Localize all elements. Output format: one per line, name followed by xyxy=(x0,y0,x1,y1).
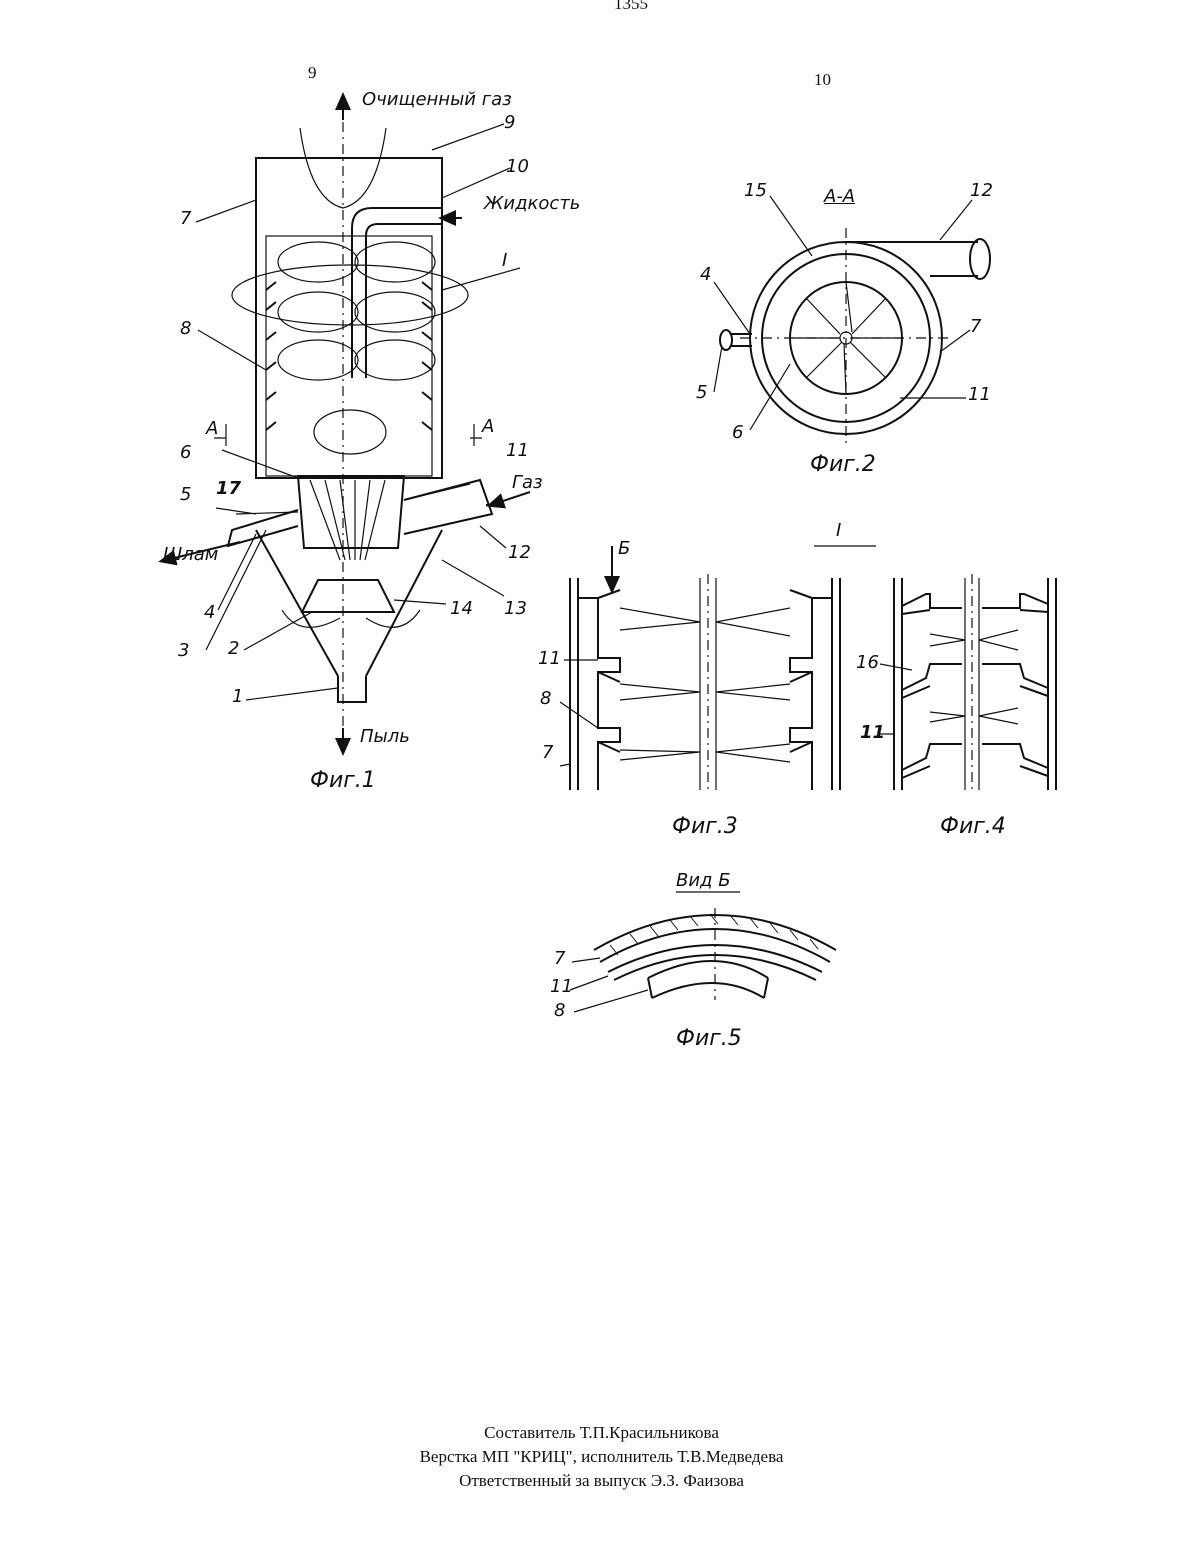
fig2-caption: Фиг.2 xyxy=(810,452,876,477)
footer-responsible: Ответственный за выпуск Э.З. Фаизова xyxy=(0,1470,1203,1492)
fig1-num-12: 12 xyxy=(508,542,531,563)
fig2-num-4: 4 xyxy=(700,264,711,285)
fig3-detail-title: I xyxy=(836,520,841,541)
fig1-num-11: 11 xyxy=(506,440,529,461)
fig4-num-16: 16 xyxy=(856,652,879,673)
fig3-num-7: 7 xyxy=(542,742,553,763)
fig1-num-6: 6 xyxy=(180,442,191,463)
fig2-num-11: 11 xyxy=(968,384,991,405)
fig1-num-2: 2 xyxy=(228,638,239,659)
fig3-num-8: 8 xyxy=(540,688,551,709)
fig1-caption: Фиг.1 xyxy=(310,768,376,793)
label-detail-i: I xyxy=(502,250,507,271)
label-gas: Газ xyxy=(512,472,543,493)
label-section-a-left: А xyxy=(206,418,218,439)
fig5-num-8: 8 xyxy=(554,1000,565,1021)
fig1-num-4: 4 xyxy=(204,602,215,623)
fig1-num-17: 17 xyxy=(216,478,241,499)
fig3-view-mark: Б xyxy=(618,538,630,559)
fig2-section-title: А-А xyxy=(824,186,855,207)
fig4-caption: Фиг.4 xyxy=(940,814,1006,839)
baffle-plates-right xyxy=(422,282,432,430)
fig2-num-5: 5 xyxy=(696,382,707,403)
fig2-num-7: 7 xyxy=(970,316,981,337)
label-dust: Пыль xyxy=(360,726,410,747)
label-clean-gas: Очищенный газ xyxy=(362,90,512,109)
fig2-num-12: 12 xyxy=(970,180,993,201)
fig2-num-15: 15 xyxy=(744,180,767,201)
fig2-num-6: 6 xyxy=(732,422,743,443)
fig1-num-5: 5 xyxy=(180,484,191,505)
fig1-num-7: 7 xyxy=(180,208,191,229)
label-liquid: Жидкость xyxy=(484,193,580,214)
fig1-num-9: 9 xyxy=(504,112,515,133)
figure-1-drawing xyxy=(166,100,530,748)
footer-compiler: Составитель Т.П.Красильникова xyxy=(0,1422,1203,1444)
fig3-caption: Фиг.3 xyxy=(672,814,738,839)
fig5-caption: Фиг.5 xyxy=(676,1026,742,1051)
fig1-num-3: 3 xyxy=(178,640,189,661)
footer-layout: Верстка МП "КРИЦ", исполнитель Т.В.Медве… xyxy=(0,1446,1203,1468)
fig5-num-11: 11 xyxy=(550,976,573,997)
spray-pattern xyxy=(232,128,468,454)
fig1-num-13: 13 xyxy=(504,598,527,619)
fig1-num-10: 10 xyxy=(506,156,529,177)
fig1-num-1: 1 xyxy=(232,686,243,707)
label-sludge: Шлам xyxy=(163,544,218,565)
fig4-num-11: 11 xyxy=(860,722,885,743)
figure-5-drawing xyxy=(594,908,836,1000)
figure-4-drawing xyxy=(894,574,1056,794)
figure-3-drawing xyxy=(570,546,840,794)
fig5-num-7: 7 xyxy=(554,948,565,969)
fig3-num-11: 11 xyxy=(538,648,561,669)
fig1-num-14: 14 xyxy=(450,598,473,619)
baffle-plates-left xyxy=(266,282,276,430)
label-section-a-right: А xyxy=(482,416,494,437)
fig1-num-8: 8 xyxy=(180,318,191,339)
fig5-title: Вид Б xyxy=(676,870,731,891)
